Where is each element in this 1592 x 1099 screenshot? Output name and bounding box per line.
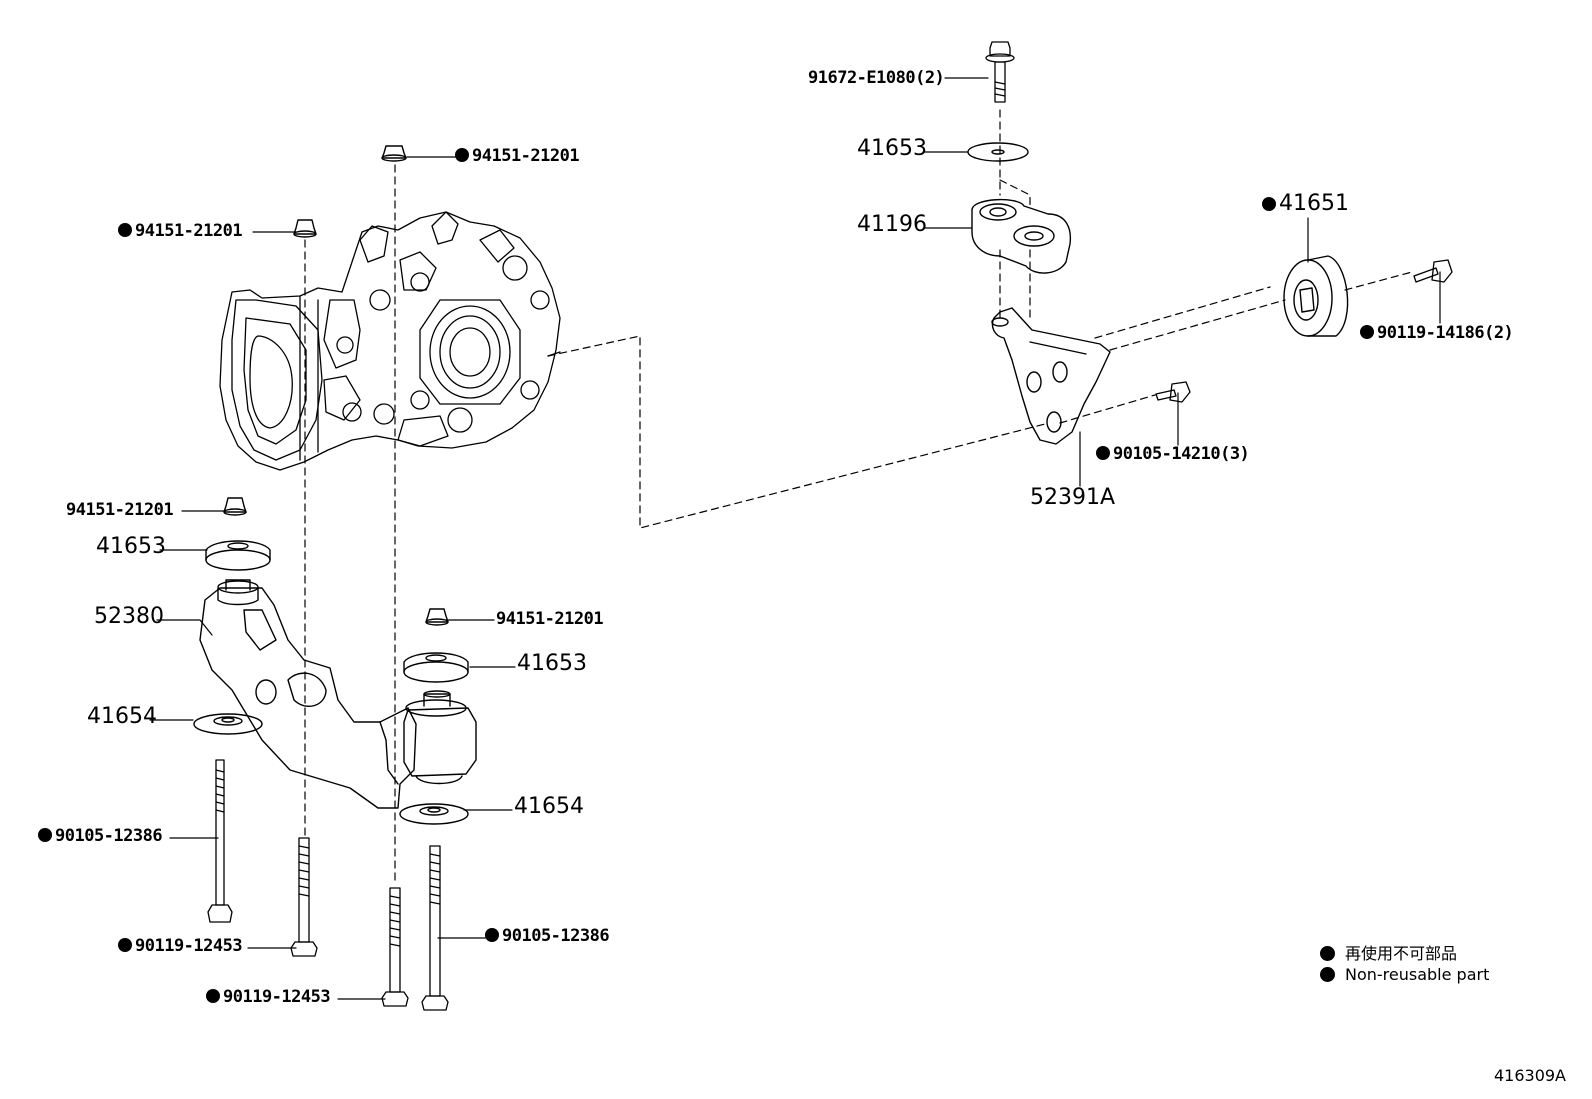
nut-right [425,608,449,626]
legend-dot-icon [1320,946,1335,961]
bolt-90105-14210 [1155,381,1191,403]
label-washer-41654-left: 41654 [87,704,157,729]
stopper-right [403,652,469,683]
legend-text-en: Non-reusable part [1345,965,1490,984]
washer-left [193,713,263,735]
label-bolt-90119-12453-left: 90119-12453 [118,936,243,956]
label-insulator-41651: 41651 [1262,191,1349,216]
nut-left [223,497,247,516]
label-bolt-90105-14210-text: 90105-14210(3) [1113,444,1250,464]
bolt-90105-12386-right [421,845,449,1011]
label-stopper-41653-left: 41653 [96,534,166,559]
bolt-90119-12453-left [290,837,318,957]
non-reusable-dot-icon [38,828,52,842]
transaxle-assembly [219,211,561,471]
label-bolt-90119-12453-bottom-text: 90119-12453 [223,987,331,1007]
label-insulator-41651-text: 41651 [1279,191,1349,216]
bolt-90105-12386-left [207,759,233,923]
label-nut-top-left-text: 94151-21201 [135,221,243,241]
label-bolt-90119-14186: 90119-14186(2) [1360,323,1514,343]
label-stopper-41653-right: 41653 [517,651,587,676]
label-bolt-90119-12453-bottom: 90119-12453 [206,987,331,1007]
bolt-91672 [985,41,1015,103]
legend-text-jp: 再使用不可部品 [1345,944,1458,963]
legend-line-en: Non-reusable part [1320,965,1489,984]
label-bracket-52391A: 52391A [1030,485,1116,510]
bolt-90119-12453-bottom [381,887,409,1007]
label-nut-top-left: 94151-21201 [118,221,243,241]
label-washer-41654-right: 41654 [514,794,584,819]
label-nut-left: 94151-21201 [66,500,174,520]
label-stopper-41653-top-right: 41653 [857,136,927,161]
non-reusable-dot-icon [1262,197,1276,211]
label-bolt-90119-12453-left-text: 90119-12453 [135,936,243,956]
label-nut-top-center: 94151-21201 [455,146,580,166]
label-nut-right: 94151-21201 [496,609,604,629]
member-52380 [199,579,477,809]
stopper-left [205,540,271,571]
nut-top-center [381,145,407,162]
label-bolt-90105-14210: 90105-14210(3) [1096,444,1250,464]
stopper-41653-top-right [967,142,1029,162]
mount-41196 [971,198,1072,274]
non-reusable-dot-icon [455,148,469,162]
legend-dot-icon [1320,967,1335,982]
bolt-90119-14186 [1413,259,1453,283]
dashed-assembly-lines [304,109,1413,886]
label-bolt-90105-12386-left: 90105-12386 [38,826,163,846]
washer-right [399,803,469,825]
leader-lines [149,77,1441,1000]
bracket-52391A [991,307,1111,445]
non-reusable-dot-icon [118,223,132,237]
label-bolt-90105-12386-right-text: 90105-12386 [502,926,610,946]
non-reusable-dot-icon [118,938,132,952]
legend-line-jp: 再使用不可部品 [1320,940,1457,964]
figure-id: 416309A [1493,1066,1566,1085]
label-bolt-91672: 91672-E1080(2) [808,68,945,88]
non-reusable-dot-icon [206,989,220,1003]
label-bolt-90105-12386-left-text: 90105-12386 [55,826,163,846]
label-mount-41196: 41196 [857,212,927,237]
insulator-41651 [1283,255,1349,337]
label-bolt-90119-14186-text: 90119-14186(2) [1377,323,1514,343]
non-reusable-dot-icon [485,928,499,942]
nut-top-left [293,219,317,238]
non-reusable-dot-icon [1360,325,1374,339]
label-nut-top-center-text: 94151-21201 [472,146,580,166]
label-bolt-90105-12386-right: 90105-12386 [485,926,610,946]
non-reusable-dot-icon [1096,446,1110,460]
label-member-52380: 52380 [94,604,164,629]
